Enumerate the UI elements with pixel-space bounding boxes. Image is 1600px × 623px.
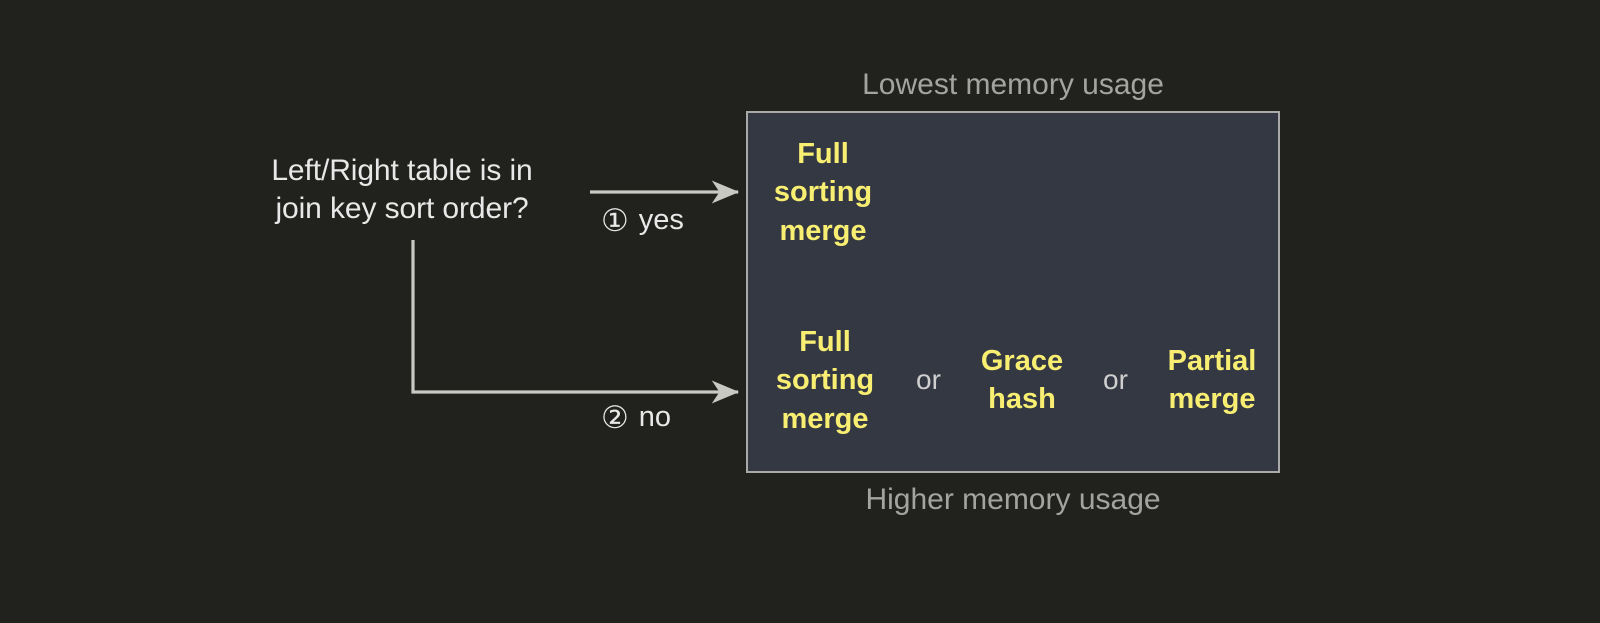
branch-marker-1: ①: [601, 203, 629, 238]
option-separator-1: or: [916, 364, 941, 396]
caption-lowest-memory: Lowest memory usage: [862, 68, 1164, 101]
branch-label-yes: ① yes: [601, 205, 684, 236]
decision-question: Left/Right table is in join key sort ord…: [271, 154, 533, 226]
option-full-sorting-merge-unsorted: Full sorting merge: [775, 326, 875, 435]
result-box: Full sorting merge Full sorting merge or…: [746, 111, 1280, 473]
option-partial-merge: Partial merge: [1167, 345, 1257, 416]
option-grace-hash: Grace hash: [980, 345, 1064, 416]
branch-text-yes: yes: [638, 204, 684, 236]
option-row-sorted: Full sorting merge: [748, 135, 1282, 250]
arrow-no: [411, 240, 740, 404]
option-full-sorting-merge-sorted: Full sorting merge: [773, 138, 873, 247]
branch-marker-2: ②: [601, 400, 629, 435]
option-row-unsorted: Full sorting merge or Grace hash or Part…: [748, 323, 1282, 438]
option-separator-2: or: [1103, 364, 1128, 396]
branch-text-no: no: [638, 401, 672, 433]
branch-label-no: ② no: [601, 402, 671, 433]
caption-higher-memory: Higher memory usage: [865, 483, 1161, 516]
